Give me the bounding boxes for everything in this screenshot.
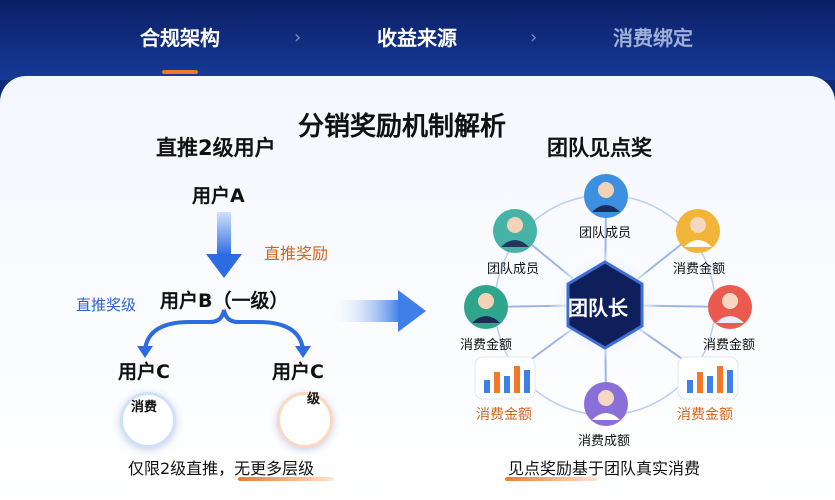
member-label-top: 团队成员 (579, 226, 632, 241)
cart-badge-right (277, 392, 333, 448)
member-label-upper-right: 消费金额 (673, 262, 726, 277)
branch-connector (143, 309, 305, 352)
member-label-mid-right: 消费金额 (703, 338, 756, 353)
cart-badge-left (120, 392, 176, 448)
active-tab-indicator (162, 70, 198, 74)
user-c-right-label: 用户C (272, 361, 324, 383)
right-arrow-icon (330, 290, 426, 332)
member-label-chart-left: 消费金额 (476, 407, 532, 423)
team-note: 见点奖励基于团队真实消费 (508, 459, 701, 478)
chevron-right-icon: › (530, 27, 538, 48)
member-label-bottom: 消费成额 (578, 434, 631, 449)
down-arrow-icon (206, 212, 242, 278)
main-title: 分销奖励机制解析 (298, 112, 507, 142)
right-section-title: 团队见点奖 (547, 136, 652, 160)
user-a-label: 用户A (192, 185, 245, 207)
member-label-mid-left: 消费金额 (460, 338, 513, 353)
limit-note-underline (238, 477, 334, 481)
user-c-left-label: 用户C (118, 361, 170, 383)
direct-level-label: 直推奖级 (76, 296, 137, 314)
avatar (676, 209, 720, 253)
user-b-label: 用户B（一级） (160, 290, 289, 312)
cart-badge-left-text: 消费 (131, 400, 158, 415)
bar-chart-icon (677, 356, 739, 400)
arrow-head-right (295, 346, 311, 358)
limit-note: 仅限2级直推，无更多层级 (128, 459, 315, 478)
tab-income-source[interactable]: 收益来源 (377, 26, 457, 50)
avatar (584, 382, 628, 426)
avatar (708, 285, 752, 329)
avatar (464, 285, 508, 329)
left-section-title: 直推2级用户 (156, 136, 276, 160)
tab-consumption-binding[interactable]: 消费绑定 (613, 26, 693, 50)
avatar (584, 174, 628, 218)
team-leader-hub (566, 260, 644, 350)
team-note-underline (505, 477, 597, 481)
avatar (493, 209, 537, 253)
cart-badge-right-text: 级 (307, 392, 321, 407)
top-navigation: 合规架构 › 收益来源 › 消费绑定 (0, 0, 835, 80)
member-label-upper-left: 团队成员 (487, 262, 540, 277)
tab-compliance-structure[interactable]: 合规架构 (140, 26, 220, 50)
direct-reward-label: 直推奖励 (264, 244, 329, 263)
chevron-right-icon: › (294, 27, 302, 48)
team-leader-label: 团队长 (568, 296, 628, 320)
arrow-head-left (137, 346, 153, 358)
member-label-chart-right: 消费金额 (677, 407, 733, 423)
bar-chart-icon (474, 356, 536, 400)
